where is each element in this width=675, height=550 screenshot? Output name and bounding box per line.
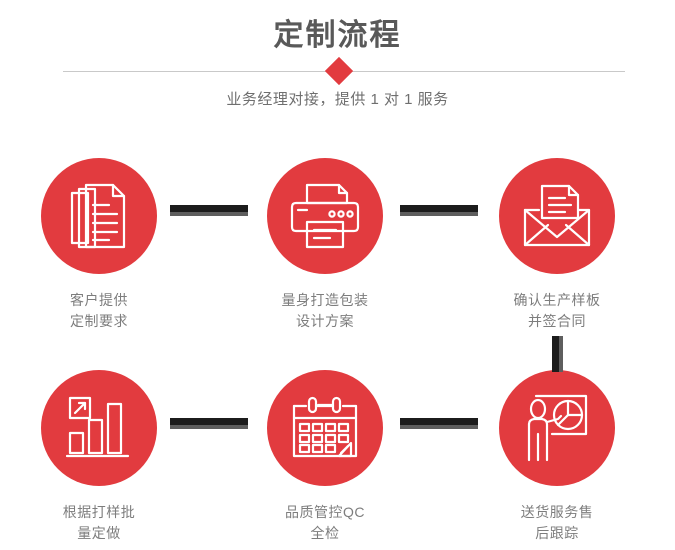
page-subtitle: 业务经理对接，提供 1 对 1 服务: [226, 91, 449, 108]
connector-bar: [400, 418, 478, 425]
envelope-letter-icon: [523, 184, 591, 247]
flow-step-5[interactable]: 品质管控QC 全检: [240, 370, 410, 544]
flow-step-4-circle: [41, 370, 157, 486]
calendar-check-icon: [292, 396, 358, 458]
presenter-pie-chart-icon: [527, 394, 588, 462]
flow-step-4-label: 根据打样批 量定做: [62, 504, 136, 541]
flow-step-6-label: 送货服务售 后跟踪: [520, 504, 594, 541]
flow-step-3-circle: [499, 158, 615, 274]
flow-step-3[interactable]: 确认生产样板 并签合同: [472, 158, 642, 332]
connector-step3-step6: [552, 336, 563, 372]
page-header: 定制流程 业务经理对接，提供 1 对 1 服务: [0, 0, 675, 125]
flow-step-5-circle: [267, 370, 383, 486]
printer-icon: [290, 183, 360, 249]
connector-bar: [400, 205, 478, 212]
flow-step-6-circle: [499, 370, 615, 486]
connector-bar: [170, 205, 248, 212]
flow-step-1[interactable]: 客户提供 定制要求: [14, 158, 184, 332]
flow-step-2-circle: [267, 158, 383, 274]
connector-bar: [552, 336, 559, 372]
connector-shadow: [170, 425, 248, 429]
flow-step-2[interactable]: 量身打造包装 设计方案: [240, 158, 410, 332]
bar-chart-growth-icon: [66, 396, 130, 458]
connector-shadow: [559, 336, 563, 372]
connector-shadow: [170, 212, 248, 216]
connector-step2-step3: [400, 205, 478, 216]
connector-shadow: [400, 425, 478, 429]
flow-step-6[interactable]: 送货服务售 后跟踪: [472, 370, 642, 544]
page-title: 定制流程: [273, 19, 402, 52]
documents-stack-icon: [70, 183, 126, 249]
connector-step4-step5: [170, 418, 248, 429]
connector-shadow: [400, 212, 478, 216]
flow-step-1-label: 客户提供 定制要求: [70, 292, 128, 329]
flow-step-2-label: 量身打造包装 设计方案: [281, 292, 369, 329]
connector-step5-step6: [400, 418, 478, 429]
connector-bar: [170, 418, 248, 425]
flow-step-4[interactable]: 根据打样批 量定做: [14, 370, 184, 544]
flow-step-3-label: 确认生产样板 并签合同: [513, 292, 601, 329]
connector-step1-step2: [170, 205, 248, 216]
flow-step-5-label: 品质管控QC 全检: [285, 504, 365, 541]
flow-step-1-circle: [41, 158, 157, 274]
